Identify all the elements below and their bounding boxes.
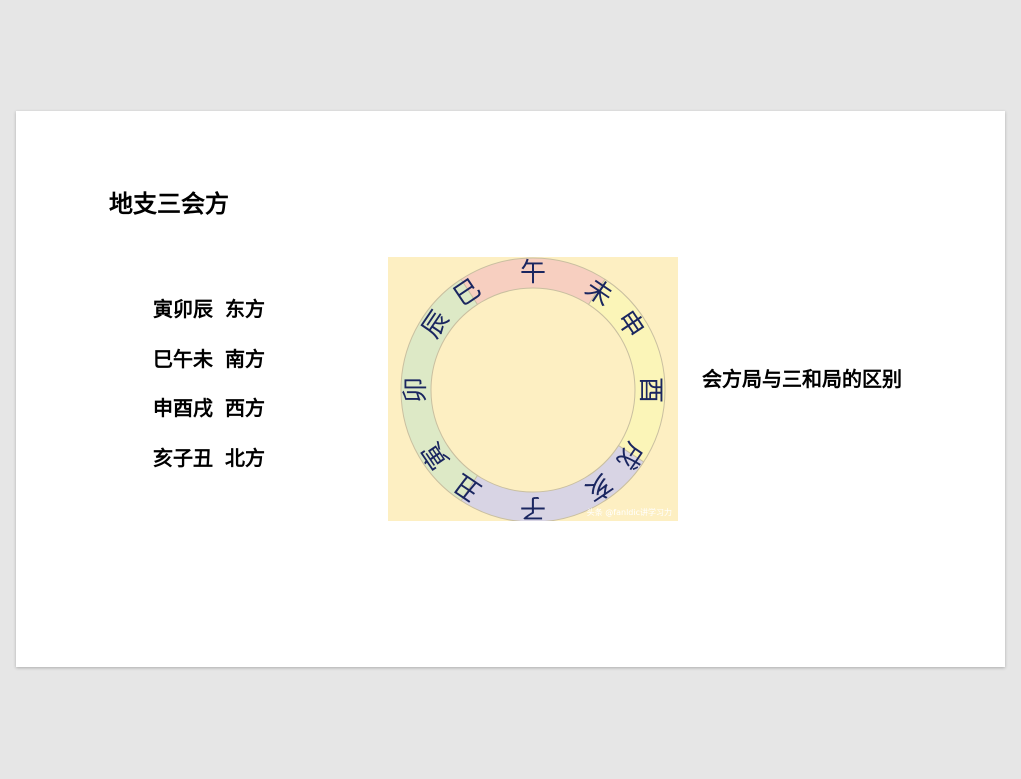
branch-group-direction: 南方 [225, 346, 265, 371]
wheel-branch-char: 午 [520, 258, 546, 288]
wheel-branch-char: 酉 [635, 377, 665, 403]
branch-group-list: 寅卯辰东方 巳午未南方 申酉戌西方 亥子丑北方 [153, 295, 265, 493]
branch-group-west: 申酉戌西方 [153, 394, 265, 444]
wheel-branch-char: 子 [520, 492, 546, 521]
branch-group-north: 亥子丑北方 [153, 444, 265, 494]
branch-group-direction: 西方 [225, 396, 265, 420]
branch-group-south: 巳午未南方 [153, 345, 265, 395]
wheel-sector-east [400, 278, 479, 502]
branch-group-branches: 寅卯辰 [153, 297, 213, 321]
branch-group-branches: 巳午未 [153, 346, 213, 371]
slide: 地支三会方 寅卯辰东方 巳午未南方 申酉戌西方 亥子丑北方 巳午未申酉戌亥子丑寅… [16, 111, 1005, 667]
branch-group-east: 寅卯辰东方 [153, 295, 265, 345]
wheel-branch-char: 卯 [401, 377, 431, 403]
branch-group-direction: 东方 [225, 297, 265, 321]
branch-group-branches: 申酉戌 [153, 396, 213, 420]
branch-group-direction: 北方 [225, 445, 265, 470]
side-note: 会方局与三和局的区别 [702, 367, 902, 391]
branch-wheel-figure: 巳午未申酉戌亥子丑寅卯辰 头条 @fanldic讲学习力 [388, 257, 678, 521]
figure-watermark: 头条 @fanldic讲学习力 [587, 507, 672, 517]
branch-group-branches: 亥子丑 [153, 445, 213, 470]
slide-title: 地支三会方 [109, 190, 229, 218]
